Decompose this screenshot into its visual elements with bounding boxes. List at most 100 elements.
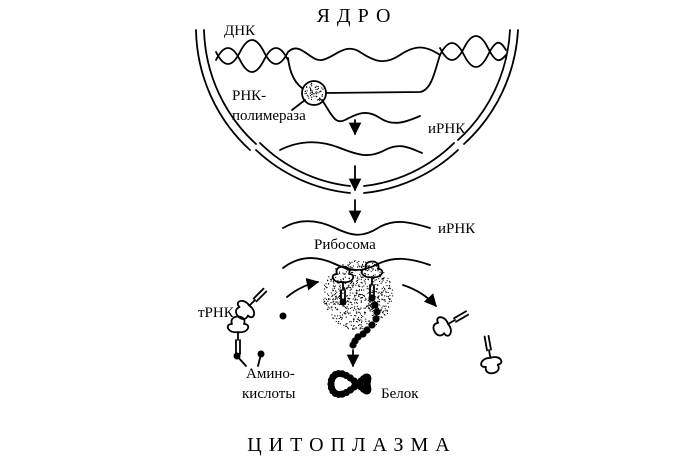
ribosome-stipple <box>381 281 383 283</box>
ribosome-stipple <box>360 301 362 303</box>
mrna-strand-nucleus <box>279 141 423 156</box>
ribosome-stipple <box>355 280 358 282</box>
ribosome-stipple <box>384 299 386 301</box>
ribosome-stipple <box>332 288 334 290</box>
ribosome-stipple <box>359 285 361 288</box>
ribosome-stipple <box>339 303 341 306</box>
ribosome-stipple <box>352 325 355 327</box>
ribosome-stipple <box>326 293 329 295</box>
ribosome-stipple <box>345 312 347 314</box>
ribosome-stipple <box>349 298 351 300</box>
ribosome-stipple <box>357 299 359 301</box>
ribosome-stipple <box>357 276 359 278</box>
ribosome-stipple <box>382 305 384 307</box>
ribosome-stipple <box>385 291 387 294</box>
ribosome-stipple <box>381 317 383 319</box>
ribosome-stipple <box>332 301 334 303</box>
ribosome-stipple <box>376 285 379 287</box>
ribosome-stipple <box>366 305 368 307</box>
polymerase-stipple <box>309 86 311 88</box>
ribosome-stipple <box>354 314 356 317</box>
ribosome-stipple <box>358 293 361 295</box>
ribosome-stipple <box>352 284 354 286</box>
ribosome-stipple <box>391 292 393 294</box>
ribosome-stipple <box>357 321 359 323</box>
ribosome-stipple <box>361 326 363 328</box>
ribosome-stipple <box>326 298 328 300</box>
ribosome-stipple <box>354 294 356 296</box>
ribosome-stipple <box>358 320 361 322</box>
ribosome-stipple <box>323 288 326 290</box>
ribosome-stipple <box>362 315 364 318</box>
polymerase-stipple <box>316 96 318 98</box>
ribosome-stipple <box>367 292 369 294</box>
ribosome-stipple <box>383 277 385 279</box>
ribosome-stipple <box>376 287 378 290</box>
ribosome-stipple <box>346 307 348 310</box>
ribosome-stipple <box>374 269 377 271</box>
ribosome-stipple <box>375 323 378 326</box>
ribosome-stipple <box>325 286 327 288</box>
polymerase-stipple <box>304 90 307 92</box>
ribosome-stipple <box>347 285 349 287</box>
ribosome-stipple <box>335 290 337 292</box>
protein-label: Белок <box>381 386 419 402</box>
ribosome-stipple <box>344 276 346 278</box>
ribosome-stipple <box>332 281 334 283</box>
ribosome-stipple <box>386 279 388 282</box>
polypeptide-chain <box>349 294 381 349</box>
ribosome-stipple <box>342 292 344 294</box>
polymerase-stipple <box>313 95 315 97</box>
ribosome-stipple <box>362 265 365 267</box>
polymerase-stipple <box>321 95 323 97</box>
ribosome-stipple <box>388 306 390 308</box>
amino-acid-bead <box>349 341 357 349</box>
ribosome-stipple <box>346 310 348 312</box>
polymerase-stipple <box>321 93 323 96</box>
ribosome-stipple <box>355 327 357 329</box>
ribosome-stipple <box>365 320 367 323</box>
ribosome-stipple <box>323 284 326 286</box>
flow-arrows <box>286 119 437 368</box>
ribosome-stipple <box>345 311 347 313</box>
ribosome-stipple <box>375 291 378 293</box>
ribosome-stipple <box>360 307 362 309</box>
ribosome-stipple <box>365 261 367 263</box>
ribosome-stipple <box>356 266 359 268</box>
ribosome-stipple <box>338 271 341 273</box>
ribosome-stipple <box>381 288 383 290</box>
ribosome-stipple <box>333 303 335 305</box>
ribosome-stipple <box>329 307 331 309</box>
ribosome-stipple <box>355 315 357 317</box>
ribosome-stipple <box>364 281 366 283</box>
trna-in-ribosome <box>331 260 384 306</box>
polymerase-stipple <box>317 85 319 88</box>
ribosome-stipple <box>360 266 362 268</box>
polymerase-stipple <box>310 98 313 101</box>
ribosome-stipple <box>333 282 335 284</box>
ribosome-stipple <box>327 300 329 302</box>
ribosome-stipple <box>358 296 360 298</box>
ribosome-stipple <box>344 325 346 327</box>
ribosome-stipple <box>332 285 334 287</box>
ribosome-stipple <box>349 292 351 294</box>
ribosome-stipple <box>368 307 371 310</box>
amino-acids-label-1: Амино- <box>246 366 295 382</box>
ribosome-stipple <box>348 286 350 288</box>
ribosome-stipple <box>357 318 359 320</box>
ribosome-stipple <box>367 320 370 322</box>
polymerase-stipple <box>309 89 312 92</box>
polymerase-stipple <box>317 98 320 100</box>
ribosome-stipple <box>361 294 363 296</box>
ribosome-stipple <box>391 289 393 291</box>
ribosome-stipple <box>363 295 366 298</box>
amino-acid-bead <box>373 308 381 316</box>
polymerase-stipple <box>319 98 321 100</box>
polymerase-stipple <box>311 91 313 93</box>
ribosome-stipple <box>388 285 391 287</box>
ribosome-stipple <box>385 305 387 307</box>
ribosome-stipple <box>358 284 360 286</box>
ribosome-stipple <box>352 309 355 311</box>
ribosome-stipple <box>356 279 359 282</box>
ribosome-stipple <box>334 268 337 270</box>
